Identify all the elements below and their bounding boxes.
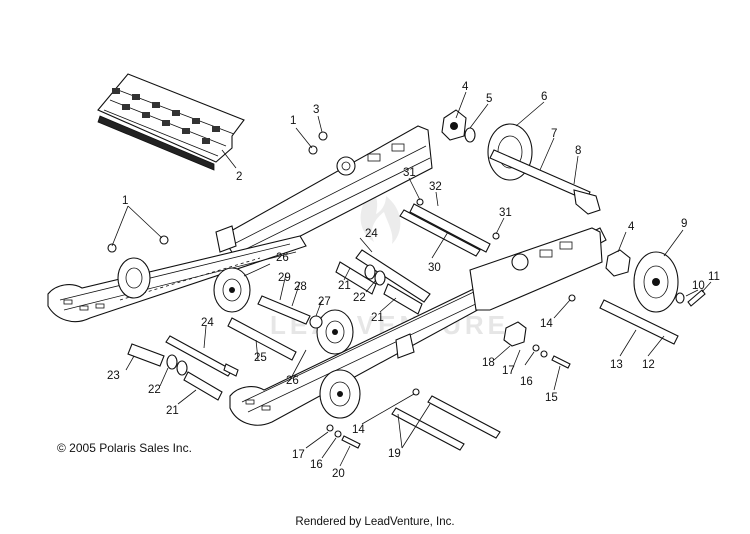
callout-23: 23 [107, 370, 120, 382]
callout-21: 21 [338, 280, 351, 292]
callout-5: 5 [486, 93, 492, 105]
callout-24: 24 [201, 317, 214, 329]
callout-10: 10 [692, 280, 705, 292]
callout-20: 20 [332, 468, 345, 480]
callout-24: 24 [365, 228, 378, 240]
part-4-bearing-housing-right [605, 249, 631, 277]
callout-18: 18 [482, 357, 495, 369]
callout-25: 25 [254, 352, 267, 364]
callout-labels: 1 1 2 3 4 4 5 6 7 8 9 10 11 12 13 14 14 … [107, 81, 720, 480]
part-9-rear-wheel [633, 251, 679, 313]
callout-31: 31 [403, 167, 416, 179]
callout-9: 9 [681, 218, 687, 230]
callout-28: 28 [294, 281, 307, 293]
part-21-spacers [183, 261, 423, 401]
callout-22: 22 [353, 292, 366, 304]
callout-32: 32 [429, 181, 442, 193]
callout-26: 26 [276, 252, 289, 264]
callout-27: 27 [318, 296, 331, 308]
callout-21: 21 [166, 405, 179, 417]
callout-13: 13 [610, 359, 623, 371]
part-32-cross-shaft [409, 203, 491, 253]
lower-left-rail [47, 235, 307, 323]
callout-15: 15 [545, 392, 558, 404]
part-12-13-cross-shaft [599, 299, 679, 345]
callout-22: 22 [148, 384, 161, 396]
part-26-idler-wheel-left [213, 267, 251, 313]
callout-8: 8 [575, 145, 581, 157]
part-26-idler-wheel-center [316, 309, 354, 355]
callout-17: 17 [502, 365, 515, 377]
callout-26: 26 [286, 375, 299, 387]
copyright-text: © 2005 Polaris Sales Inc. [57, 441, 192, 455]
leader-lines [111, 91, 712, 467]
part-4-bearing-housing-top [441, 109, 467, 141]
callout-12: 12 [642, 359, 655, 371]
callout-1: 1 [122, 195, 128, 207]
callout-11: 11 [708, 271, 720, 283]
callout-16: 16 [520, 376, 533, 388]
callout-17: 17 [292, 449, 305, 461]
rendered-by-text: Rendered by LeadVenture, Inc. [295, 516, 455, 528]
callout-7: 7 [551, 128, 557, 140]
part-22-washers [166, 264, 386, 376]
callout-4: 4 [628, 221, 635, 233]
part-30-cross-shaft [399, 209, 481, 257]
upper-right-rail [215, 125, 433, 263]
lower-right-rail [229, 227, 607, 426]
callout-29: 29 [278, 272, 291, 284]
part-27-28-29-axle [257, 295, 323, 329]
callout-14: 14 [352, 424, 365, 436]
part-11-bolt [687, 289, 706, 307]
callout-30: 30 [428, 262, 441, 274]
part-2-rail-cover [97, 73, 245, 171]
part-5-washer-top [464, 127, 476, 143]
callout-4: 4 [462, 81, 469, 93]
part-10-washer [675, 292, 685, 304]
lower-right-rear-wheel [319, 369, 361, 419]
callout-6: 6 [541, 91, 547, 103]
callout-2: 2 [236, 171, 242, 183]
part-23-shaft-end [127, 343, 165, 367]
callout-19: 19 [388, 448, 401, 460]
callout-21: 21 [371, 312, 384, 324]
part-18-block [503, 321, 527, 347]
callout-3: 3 [313, 104, 319, 116]
part-19-cross-shafts [391, 395, 501, 451]
callout-16: 16 [310, 459, 323, 471]
callout-1: 1 [290, 115, 296, 127]
callout-31: 31 [499, 207, 512, 219]
left-rear-wheel [117, 257, 151, 299]
small-hardware [107, 131, 576, 449]
part-7-8-shaft-top [489, 149, 601, 215]
callout-14: 14 [540, 318, 553, 330]
part-24-25-shafts [165, 249, 431, 377]
